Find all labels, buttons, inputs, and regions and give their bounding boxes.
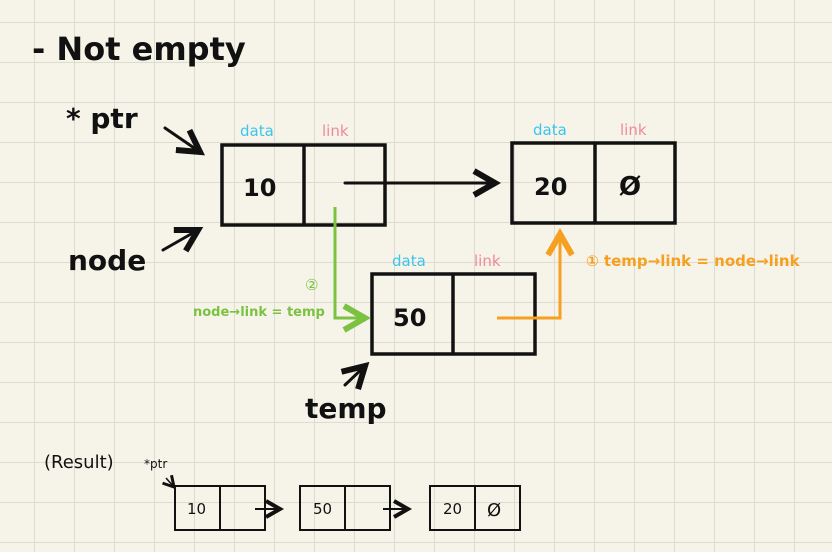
result-ptr-arrow [166, 478, 174, 487]
step2-number: ② [305, 276, 318, 294]
link-label: link [620, 121, 647, 139]
result-node-data: 50 [313, 500, 332, 518]
node-label: node [68, 244, 146, 277]
node-20: data link 20 Ø [510, 121, 677, 225]
result-node-data: 10 [187, 500, 206, 518]
step2-arrow [333, 207, 365, 318]
link-label: link [474, 252, 501, 270]
temp-arrow [345, 366, 365, 385]
page-title: - Not empty [32, 30, 246, 68]
node-null-link: Ø [619, 172, 641, 202]
step2-text: node→link = temp [193, 305, 325, 320]
result-null-link: Ø [487, 500, 501, 521]
node-data: 10 [243, 174, 276, 202]
ptr-label: * ptr [66, 102, 138, 135]
node-50: data link 50 [370, 252, 537, 356]
temp-label: temp [305, 392, 387, 425]
data-label: data [533, 121, 567, 139]
result-label: (Result) [44, 452, 114, 473]
result-section: (Result) *ptr 10 50 20 Ø [44, 452, 521, 531]
step1-arrow [497, 234, 560, 320]
node-data: 20 [534, 173, 567, 201]
node-arrow [161, 230, 198, 250]
data-label: data [392, 252, 426, 270]
result-node-data: 20 [443, 500, 462, 518]
result-ptr-label: *ptr [144, 457, 167, 471]
node-10: data link 10 [220, 122, 387, 227]
ptr-arrow [163, 126, 200, 152]
node-data: 50 [393, 304, 426, 332]
step1-text: ① temp→link = node→link [586, 252, 801, 270]
link-label: link [322, 122, 349, 140]
data-label: data [240, 122, 274, 140]
